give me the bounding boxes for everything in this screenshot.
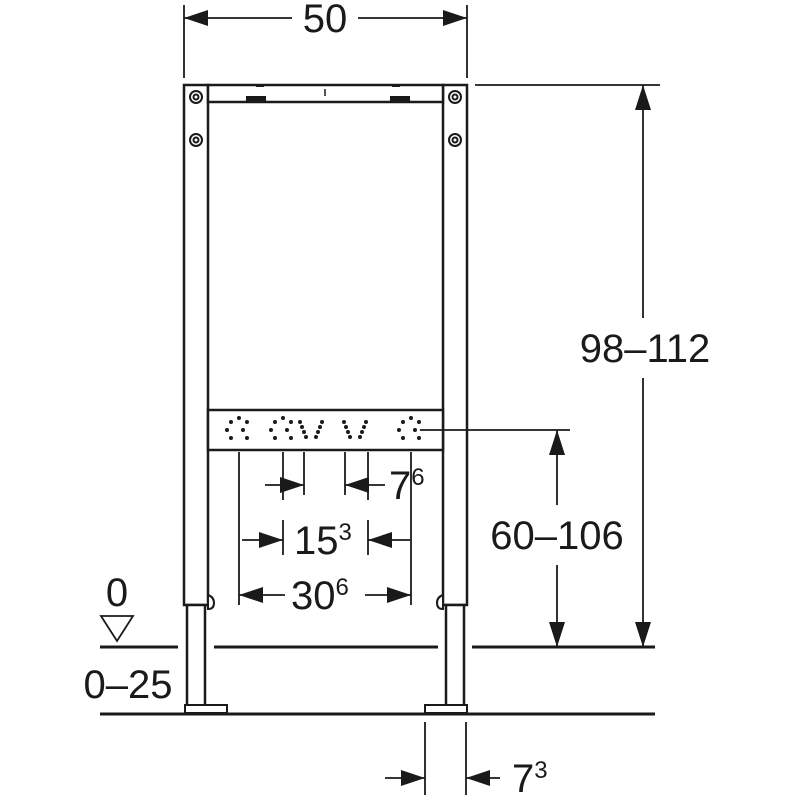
floor-offset-label: 0–25 <box>84 663 173 707</box>
rail-hole <box>346 430 350 434</box>
installation-frame <box>182 83 469 714</box>
rail-hole <box>413 428 417 432</box>
width-label: 50 <box>303 0 348 41</box>
rail-hole <box>281 416 285 420</box>
rail-hole <box>364 420 368 424</box>
rail-hole <box>401 436 405 440</box>
rail-hole <box>273 420 277 424</box>
rail-hole <box>417 420 421 424</box>
rail-hole <box>229 436 233 440</box>
rail-hole <box>245 436 249 440</box>
left-post <box>182 83 210 607</box>
right-foot <box>424 704 468 714</box>
spacing-small-label: 76 <box>389 464 425 508</box>
rail-holes <box>225 416 421 440</box>
rail-height-label: 60–106 <box>490 514 623 558</box>
arrowheads <box>184 10 651 786</box>
rail-hole <box>225 428 229 432</box>
rail-hole <box>269 428 273 432</box>
rail-hole <box>348 435 352 439</box>
rail-hole <box>316 430 320 434</box>
rail-hole <box>318 425 322 429</box>
foot-offset-label: 73 <box>512 757 548 800</box>
rail-hole <box>289 436 293 440</box>
rail-hole <box>241 428 245 432</box>
rail-hole <box>300 425 304 429</box>
rail-hole <box>417 436 421 440</box>
floor-level-triangle-icon <box>99 615 135 643</box>
left-foot <box>184 704 228 714</box>
floor-lines <box>100 645 655 716</box>
rail-hole <box>401 420 405 424</box>
rail-hole <box>302 430 306 434</box>
rail-hole <box>304 435 308 439</box>
right-post <box>441 83 469 607</box>
rail-hole <box>245 420 249 424</box>
rail-hole <box>273 436 277 440</box>
spacing-large-label: 306 <box>291 574 349 618</box>
rail-hole <box>289 420 293 424</box>
rail-hole <box>360 430 364 434</box>
right-leg <box>444 603 466 709</box>
left-leg <box>185 603 207 709</box>
rail-hole <box>320 420 324 424</box>
bolt-icons <box>189 90 462 147</box>
rail-hole <box>314 435 318 439</box>
mounting-rail <box>206 408 445 452</box>
rail-hole <box>285 428 289 432</box>
rail-hole <box>229 420 233 424</box>
rail-hole <box>362 425 366 429</box>
rail-hole <box>342 420 346 424</box>
rail-hole <box>358 435 362 439</box>
rail-hole <box>237 416 241 420</box>
spacing-medium-label: 153 <box>294 519 352 563</box>
dimension-lines <box>183 5 660 795</box>
floor-level-label: 0 <box>106 571 128 615</box>
rail-hole <box>397 428 401 432</box>
total-height-label: 98–112 <box>580 327 711 371</box>
rail-hole <box>298 420 302 424</box>
rail-hole <box>409 416 413 420</box>
rail-hole <box>344 425 348 429</box>
